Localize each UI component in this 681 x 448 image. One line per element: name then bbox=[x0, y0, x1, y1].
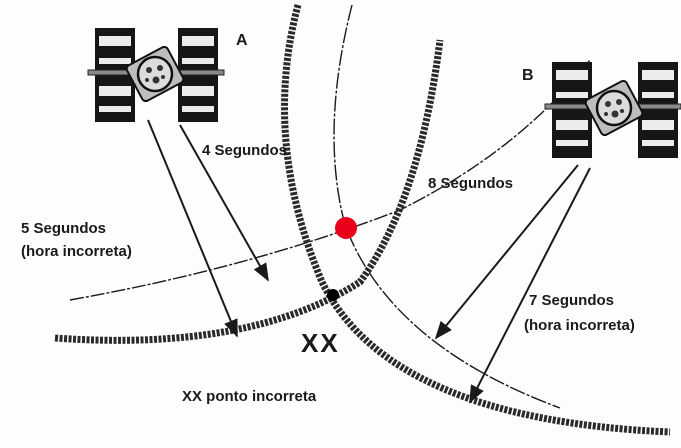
label-4-seconds: 4 Segundos bbox=[202, 142, 287, 159]
label-8-seconds: 8 Segundos bbox=[428, 175, 513, 192]
arc-8-seconds bbox=[333, 4, 561, 409]
arrow-b-to-8-seconds bbox=[434, 164, 579, 340]
satellite-b-label: B bbox=[522, 67, 534, 84]
label-5-seconds-line1: 5 Segundos bbox=[21, 220, 106, 237]
arrow-b-to-7-seconds bbox=[469, 167, 591, 404]
arc-5-seconds-incorrect bbox=[54, 39, 444, 344]
satellite-a-icon bbox=[87, 28, 225, 122]
correct-position-point bbox=[335, 217, 357, 239]
wrong-point-mark: XX bbox=[301, 328, 340, 358]
wrong-intersection-point bbox=[327, 289, 339, 301]
arrow-a-to-4-seconds bbox=[179, 124, 269, 282]
arc-4-seconds bbox=[69, 59, 591, 301]
arrow-a-to-5-seconds bbox=[147, 119, 238, 338]
label-7-seconds-line2: (hora incorreta) bbox=[524, 317, 635, 334]
satellite-a-label: A bbox=[236, 32, 248, 49]
label-7-seconds-line1: 7 Segundos bbox=[529, 292, 614, 309]
satellite-b-icon bbox=[544, 62, 681, 158]
wrong-point-caption: XX ponto incorreta bbox=[182, 388, 317, 405]
label-5-seconds-line2: (hora incorreta) bbox=[21, 243, 132, 260]
